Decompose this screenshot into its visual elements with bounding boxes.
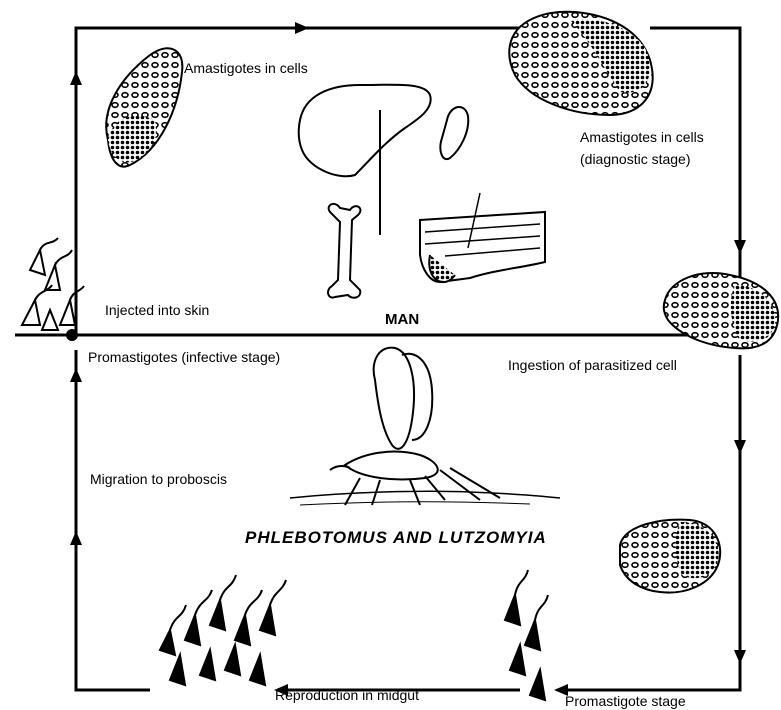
human-organs: [299, 85, 545, 298]
left-lower-path: [76, 350, 150, 690]
promastigote-stage-icon: [505, 570, 548, 700]
label-amastigotes-diagnostic-2: (diagnostic stage): [580, 151, 691, 167]
label-injected-into-skin: Injected into skin: [105, 302, 209, 318]
label-reproduction: Reproduction in midgut: [275, 687, 419, 703]
amastigote-cell-top-left: [106, 48, 182, 166]
amastigote-cell-diagnostic: [509, 12, 652, 115]
spleen-icon: [440, 107, 468, 159]
label-amastigotes-diagnostic-1: Amastigotes in cells: [580, 129, 704, 145]
promastigotes-midgut-icon: [160, 575, 286, 685]
label-host-man: MAN: [385, 311, 419, 328]
label-ingestion: Ingestion of parasitized cell: [508, 357, 677, 373]
label-amastigotes-in-cells: Amastigotes in cells: [184, 60, 308, 76]
parasitized-cell-ingestion: [664, 273, 778, 348]
label-migration: Migration to proboscis: [90, 471, 227, 487]
label-promastigote-stage: Promastigote stage: [565, 693, 686, 709]
parasitized-cell-lower: [620, 520, 720, 593]
bone-icon: [328, 204, 360, 298]
skin-tissue-icon: [420, 193, 545, 282]
liver-icon: [299, 85, 431, 177]
label-promastigotes-infective: Promastigotes (infective stage): [88, 349, 280, 365]
label-vector: PHLEBOTOMUS AND LUTZOMYIA: [245, 528, 547, 547]
